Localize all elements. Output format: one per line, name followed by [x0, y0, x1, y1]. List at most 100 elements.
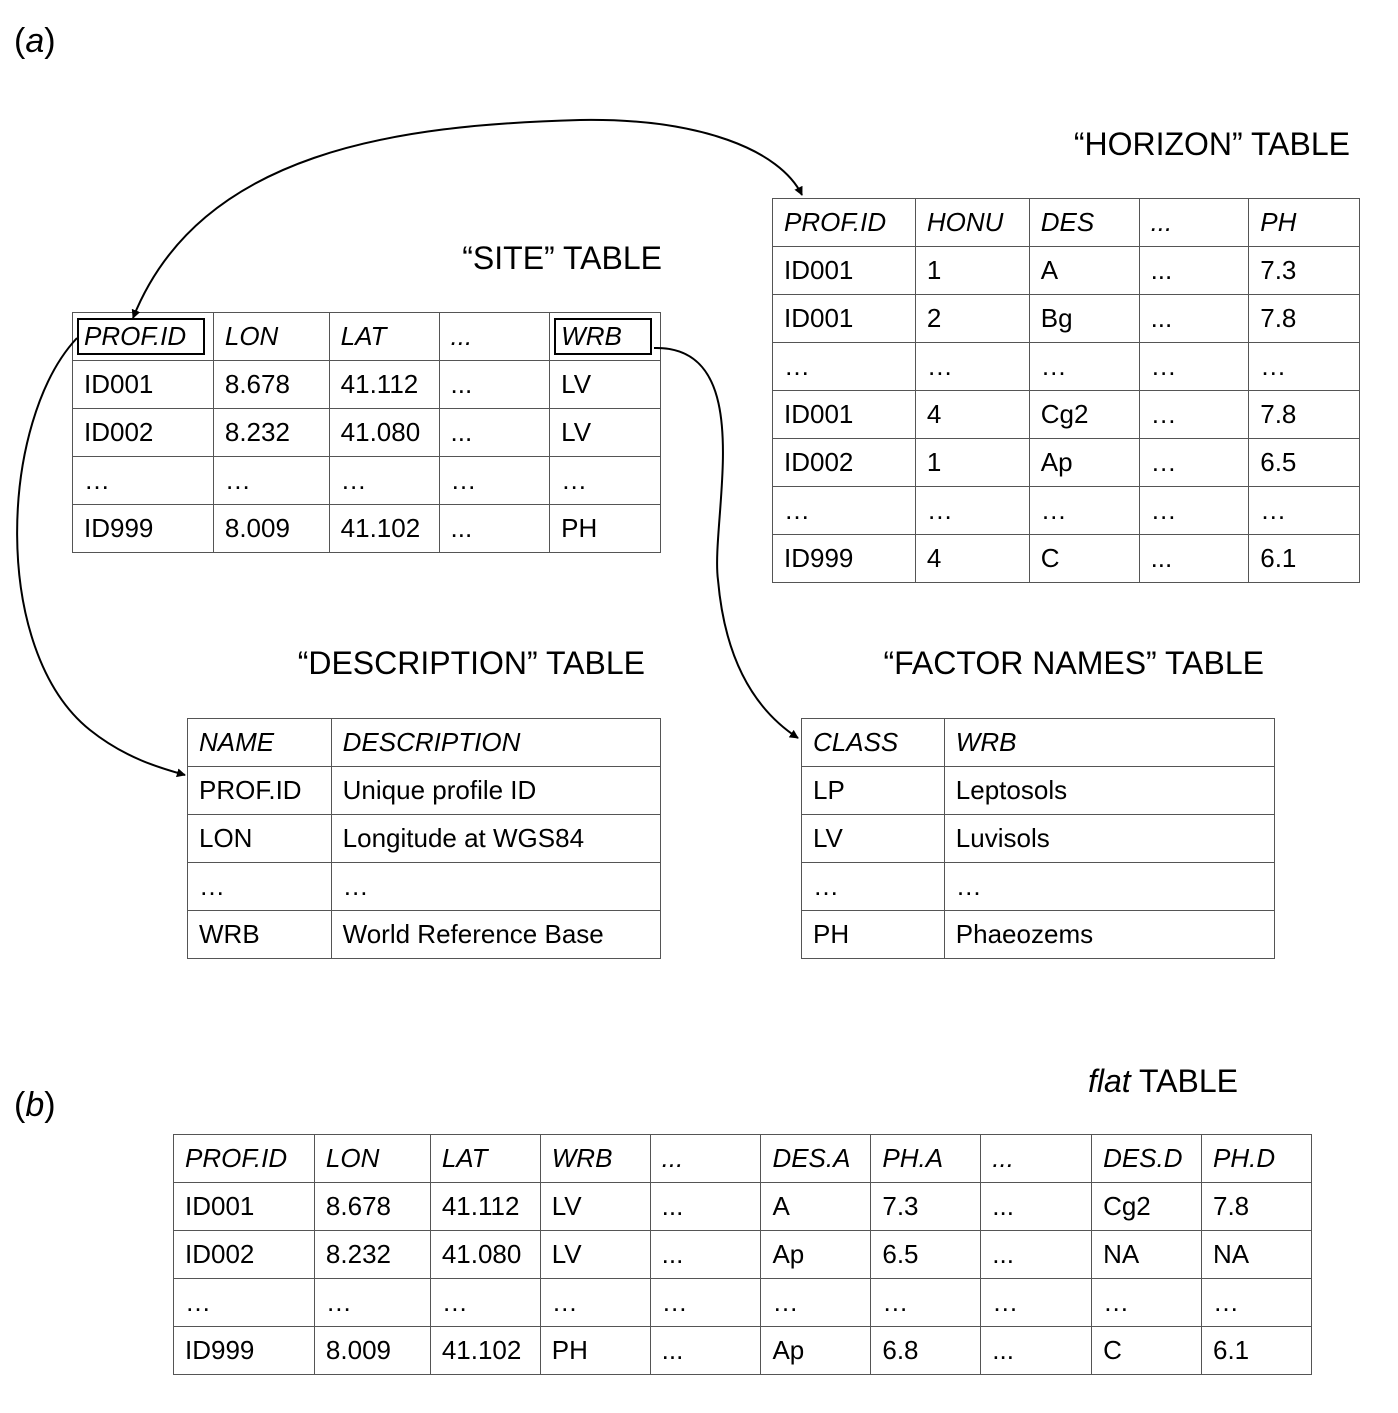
site-to-horizon-arrow — [131, 118, 803, 319]
table-cell: ... — [1138, 534, 1250, 583]
table-row: ID999 8.009 41.102 ... PH — [72, 504, 661, 553]
table-cell: … — [187, 862, 332, 911]
table-cell: Ap — [760, 1230, 872, 1279]
table-row: … … — [801, 862, 1276, 911]
horizon-header-cell: DES — [1028, 198, 1140, 247]
table-cell: 8.009 — [212, 504, 330, 553]
table-cell: 6.5 — [870, 1230, 982, 1279]
table-cell: ... — [980, 1326, 1093, 1375]
table-row: ID001 8.678 41.112 LV ... A 7.3 ... Cg2 … — [173, 1182, 1312, 1231]
table-cell: 6.1 — [1201, 1326, 1312, 1375]
table-row: LV Luvisols — [801, 814, 1276, 863]
panel-label-b: (b) — [14, 1086, 56, 1124]
table-cell: Phaeozems — [943, 910, 1276, 959]
table-cell: 1 — [914, 246, 1030, 295]
description-table: NAME DESCRIPTION PROF.ID Unique profile … — [187, 718, 662, 959]
table-cell: … — [539, 1278, 651, 1327]
table-cell: 8.232 — [313, 1230, 431, 1279]
table-row: … … … … … … … … … … — [173, 1278, 1312, 1327]
table-cell: ... — [649, 1326, 762, 1375]
table-row: ID999 4 C ... 6.1 — [772, 534, 1360, 583]
table-cell: ID002 — [173, 1230, 315, 1279]
table-cell: ... — [649, 1182, 762, 1231]
table-cell: LV — [539, 1182, 651, 1231]
table-cell: ID002 — [72, 408, 214, 457]
table-cell: LV — [539, 1230, 651, 1279]
table-cell: C — [1028, 534, 1140, 583]
table-cell: … — [212, 456, 330, 505]
table-cell: ... — [649, 1230, 762, 1279]
factor-header-cell: WRB — [943, 718, 1276, 767]
table-cell: 8.678 — [212, 360, 330, 409]
table-cell: ID999 — [173, 1326, 315, 1375]
table-cell: 6.5 — [1248, 438, 1360, 487]
flat-header-cell: WRB — [539, 1134, 651, 1183]
table-cell: ID999 — [72, 504, 214, 553]
flat-table-title: flat TABLE — [1088, 1063, 1238, 1099]
table-cell: Cg2 — [1028, 390, 1140, 439]
site-header-cell: ... — [438, 312, 551, 361]
table-row: ID001 1 A ... 7.3 — [772, 246, 1360, 295]
table-cell: 41.102 — [328, 504, 440, 553]
table-cell: ID001 — [72, 360, 214, 409]
factor-header-cell: CLASS — [801, 718, 945, 767]
flat-header-cell: DES.D — [1091, 1134, 1202, 1183]
flat-header-cell: ... — [980, 1134, 1093, 1183]
table-cell: LV — [549, 408, 661, 457]
table-cell: 1 — [914, 438, 1030, 487]
table-cell: … — [772, 486, 916, 535]
table-cell: ID001 — [772, 294, 916, 343]
table-cell: ... — [1138, 294, 1250, 343]
table-cell: … — [438, 456, 551, 505]
table-cell: Unique profile ID — [330, 766, 662, 815]
table-cell: C — [1091, 1326, 1202, 1375]
table-cell: … — [1201, 1278, 1312, 1327]
flat-header-cell: ... — [649, 1134, 762, 1183]
flat-header-cell: PH.A — [870, 1134, 982, 1183]
table-cell: … — [1091, 1278, 1202, 1327]
horizon-header-cell: PROF.ID — [772, 198, 916, 247]
horizon-header-cell: PH — [1248, 198, 1360, 247]
table-cell: ... — [438, 408, 551, 457]
panel-label-a: (a) — [14, 22, 56, 60]
table-cell: ... — [1138, 246, 1250, 295]
horizon-table-title: “HORIZON” TABLE — [1073, 126, 1350, 162]
table-cell: Cg2 — [1091, 1182, 1202, 1231]
table-cell: LV — [549, 360, 661, 409]
table-cell: 41.112 — [328, 360, 440, 409]
table-cell: PH — [801, 910, 945, 959]
table-cell: ... — [438, 360, 551, 409]
table-cell: NA — [1091, 1230, 1202, 1279]
table-cell: 7.8 — [1248, 390, 1360, 439]
table-cell: … — [980, 1278, 1093, 1327]
table-row: ID002 8.232 41.080 ... LV — [72, 408, 661, 457]
table-cell: … — [1028, 486, 1140, 535]
table-cell: 6.8 — [870, 1326, 982, 1375]
table-cell: ... — [980, 1230, 1093, 1279]
table-row: ID001 8.678 41.112 ... LV — [72, 360, 661, 409]
table-cell: 8.009 — [313, 1326, 431, 1375]
table-cell: PH — [549, 504, 661, 553]
table-cell: ID001 — [772, 390, 916, 439]
table-row: ID001 4 Cg2 … 7.8 — [772, 390, 1360, 439]
table-cell: Luvisols — [943, 814, 1276, 863]
table-row: … … … … … — [772, 486, 1360, 535]
table-cell: 8.678 — [313, 1182, 431, 1231]
table-cell: … — [914, 486, 1030, 535]
table-cell: 6.1 — [1248, 534, 1360, 583]
table-cell: Ap — [1028, 438, 1140, 487]
table-row: … … … … … — [772, 342, 1360, 391]
table-cell: … — [943, 862, 1276, 911]
table-cell: ... — [438, 504, 551, 553]
table-cell: … — [1138, 342, 1250, 391]
table-row: LON Longitude at WGS84 — [187, 814, 662, 863]
table-cell: World Reference Base — [330, 910, 662, 959]
table-cell: … — [914, 342, 1030, 391]
table-cell: Longitude at WGS84 — [330, 814, 662, 863]
table-cell: 4 — [914, 534, 1030, 583]
table-row: ID002 8.232 41.080 LV ... Ap 6.5 ... NA … — [173, 1230, 1312, 1279]
table-cell: 7.8 — [1248, 294, 1360, 343]
table-cell: … — [649, 1278, 762, 1327]
table-cell: LP — [801, 766, 945, 815]
site-table-title: “SITE” TABLE — [462, 240, 662, 276]
